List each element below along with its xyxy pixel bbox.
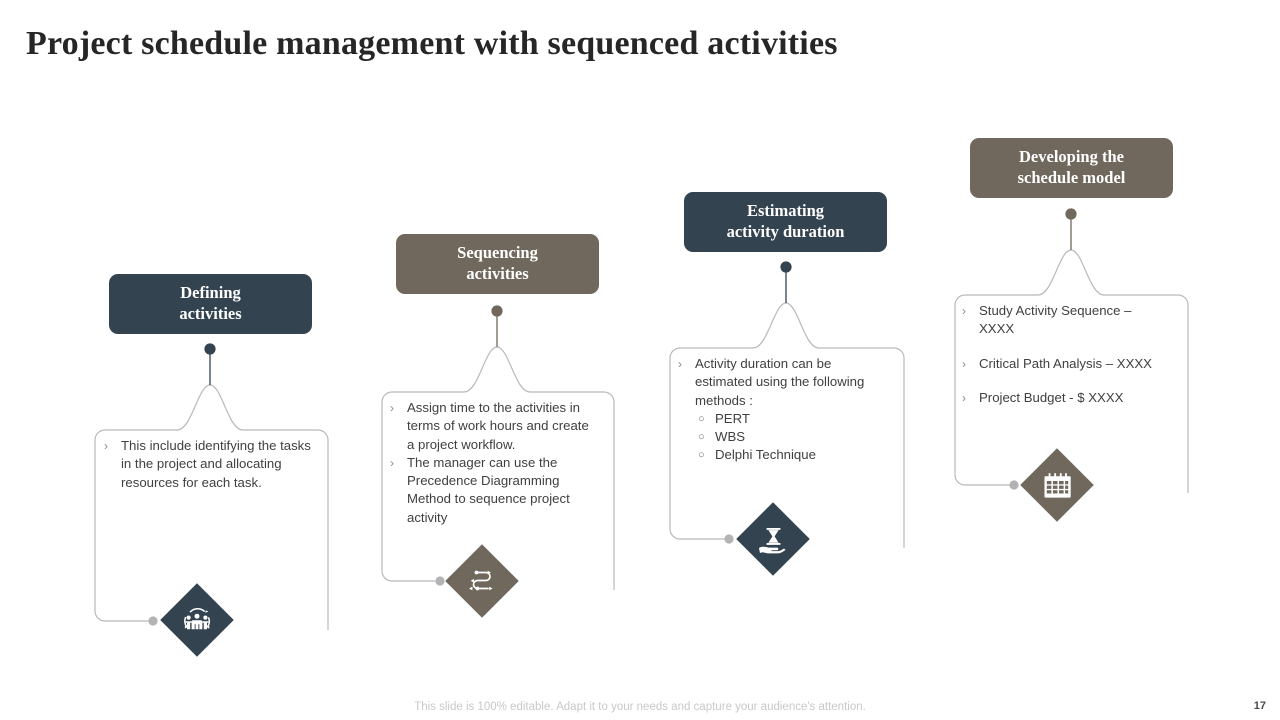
footer-note: This slide is 100% editable. Adapt it to…	[414, 701, 866, 713]
stage-card-title: Developing the schedule model	[1017, 147, 1126, 187]
bullet-text: Assign time to the activities in terms o…	[407, 400, 589, 452]
stage-body-developing-the-schedule-model: › Study Activity Sequence – XXXX › Criti…	[962, 302, 1157, 407]
bullet-marker: ›	[962, 390, 966, 405]
bullet-text: Critical Path Analysis – XXXX	[979, 355, 1152, 371]
bullet-text: Delphi Technique	[715, 447, 816, 463]
stage-card-title: Estimating activity duration	[726, 201, 845, 241]
stage-body-defining-activities: › This include identifying the tasks in …	[104, 437, 322, 492]
bullet-text: WBS	[715, 429, 746, 445]
bullet-text: This include identifying the tasks in th…	[121, 438, 311, 490]
stage-card-defining-activities[interactable]: Defining activities	[109, 274, 312, 334]
team-people-icon	[184, 607, 211, 630]
list-item: › Project Budget - $ XXXX	[962, 389, 1157, 407]
stage-2-end-dot	[435, 576, 445, 586]
list-item: ○ WBS	[698, 428, 888, 446]
stage-4-end-dot	[1009, 480, 1019, 490]
stage-body-sequencing-activities: › Assign time to the activities in terms…	[390, 399, 590, 527]
bullet-marker: ○	[698, 449, 705, 462]
bullet-text: Project Budget - $ XXXX	[979, 389, 1124, 405]
stage-1-connector-dot	[204, 343, 216, 355]
list-item: › The manager can use the Precedence Dia…	[390, 454, 590, 527]
stage-card-sequencing-activities[interactable]: Sequencing activities	[396, 234, 599, 294]
stage-card-estimating-activity-duration[interactable]: Estimating activity duration	[684, 192, 887, 252]
stage-icon-badge-hourglass-hand[interactable]	[736, 502, 810, 576]
list-item: › Critical Path Analysis – XXXX	[962, 355, 1157, 373]
bullet-marker: ○	[698, 431, 705, 444]
list-item: ○ PERT	[698, 410, 888, 428]
list-item: › Assign time to the activities in terms…	[390, 399, 590, 454]
stage-icon-badge-winding-path[interactable]	[445, 544, 519, 618]
bullet-marker: ›	[104, 439, 108, 453]
stage-card-title: Sequencing activities	[457, 243, 538, 283]
stage-icon-badge-team-people[interactable]	[160, 583, 234, 657]
stage-1-end-dot	[148, 616, 158, 626]
stage-card-title: Defining activities	[179, 283, 242, 323]
page-title: Project schedule management with sequenc…	[26, 25, 838, 62]
stage-icon-badge-calendar[interactable]	[1020, 448, 1094, 522]
list-item: › This include identifying the tasks in …	[104, 437, 322, 492]
calendar-icon	[1044, 473, 1071, 498]
stage-4-connector-dot	[1065, 208, 1077, 220]
list-item: › Study Activity Sequence – XXXX	[962, 302, 1157, 339]
bullet-marker: ›	[962, 356, 966, 371]
list-item: ○ Delphi Technique	[698, 446, 888, 464]
hourglass-hand-icon	[759, 528, 786, 554]
bullet-marker: ›	[390, 401, 394, 415]
page-number: 17	[1253, 700, 1266, 712]
bullet-marker: ›	[390, 455, 394, 470]
stage-2-connector-dot	[491, 305, 503, 317]
bullet-text: Study Activity Sequence – XXXX	[979, 303, 1132, 337]
stage-body-estimating-activity-duration: › Activity duration can be estimated usi…	[678, 355, 888, 465]
stage-card-developing-the-schedule-model[interactable]: Developing the schedule model	[970, 138, 1173, 198]
winding-path-icon	[469, 570, 493, 591]
stage-3-connector-dot	[780, 261, 792, 273]
bullet-text: PERT	[715, 410, 750, 426]
bullet-marker: ○	[698, 412, 705, 425]
bullet-marker: ›	[678, 357, 682, 371]
list-item: › Activity duration can be estimated usi…	[678, 355, 888, 410]
bullet-text: The manager can use the Precedence Diagr…	[407, 454, 570, 525]
bullet-text: Activity duration can be estimated using…	[695, 356, 865, 408]
stage-3-end-dot	[724, 534, 734, 544]
bullet-marker: ›	[962, 304, 966, 318]
sub-bullet-list: ○ PERT ○ WBS ○ Delphi Technique	[698, 410, 888, 465]
